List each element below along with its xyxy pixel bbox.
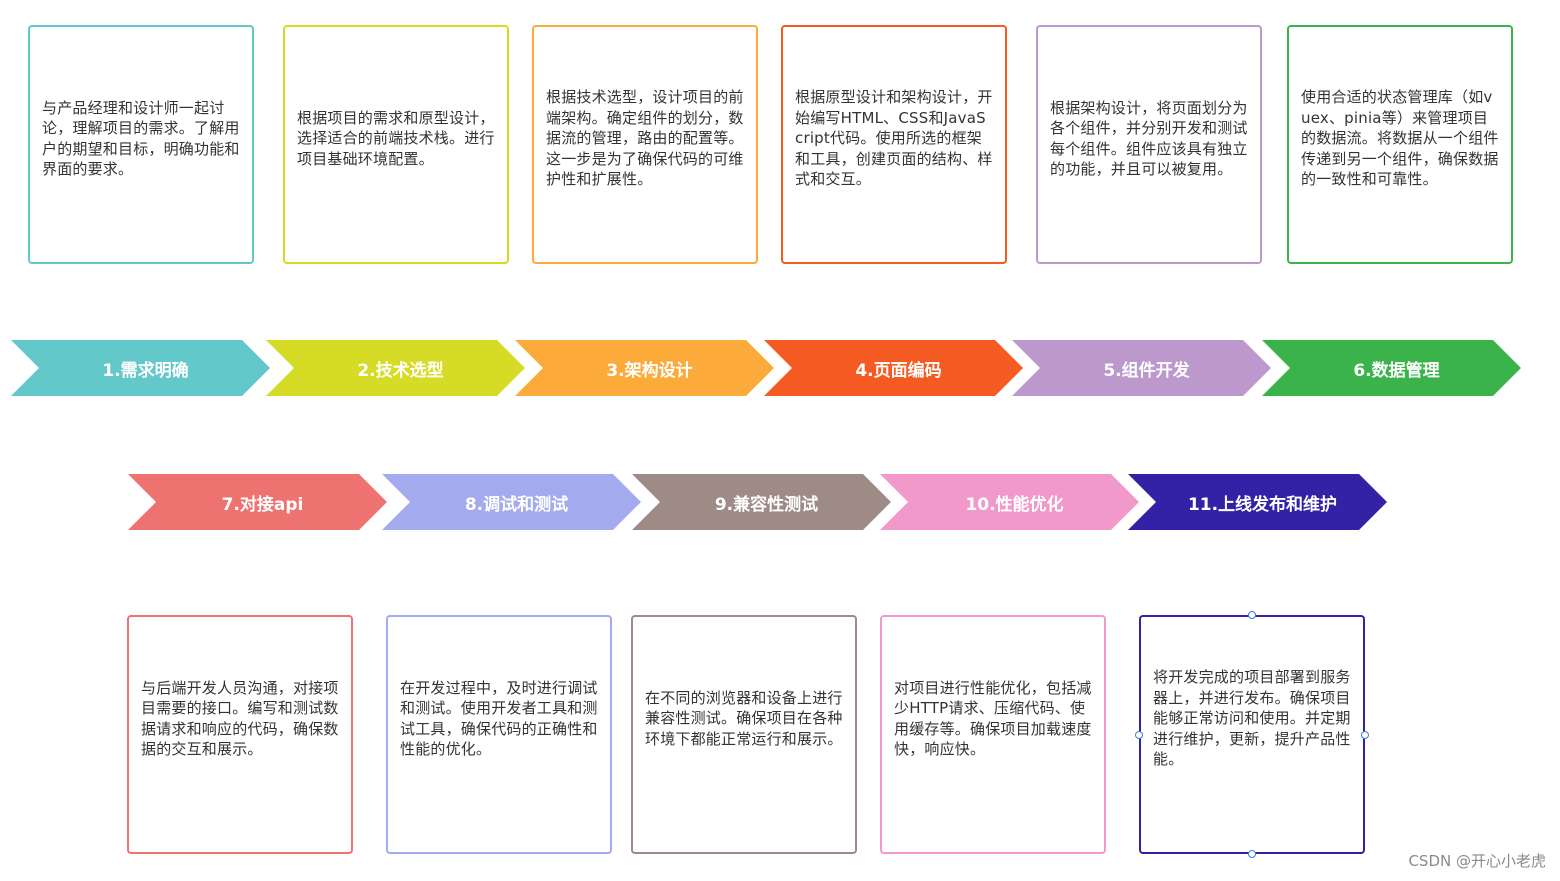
- step-arrow-9: 9.兼容性测试: [632, 474, 891, 530]
- step-arrow-4: 4.页面编码: [764, 340, 1023, 396]
- chevron-fill: [880, 474, 1139, 530]
- step-arrow-3: 3.架构设计: [515, 340, 774, 396]
- step-card-6: 使用合适的状态管理库（如vuex、pinia等）来管理项目的数据流。将数据从一个…: [1287, 25, 1513, 264]
- chevron-shape: [1262, 340, 1521, 396]
- step-label: 8.调试和测试: [464, 494, 569, 515]
- step-description: 在开发过程中，及时进行调试和测试。使用开发者工具和测试工具，确保代码的正确性和性…: [400, 678, 598, 759]
- step-label: 9.兼容性测试: [714, 494, 819, 515]
- chevron-fill: [764, 340, 1023, 396]
- step-label: 3.架构设计: [606, 360, 693, 381]
- step-description: 根据架构设计，将页面划分为各个组件，并分别开发和测试每个组件。组件应该具有独立的…: [1050, 98, 1248, 179]
- selection-handle-icon[interactable]: [1248, 850, 1256, 858]
- step-label: 10.性能优化: [965, 494, 1064, 515]
- step-label: 6.数据管理: [1353, 360, 1440, 381]
- selection-handle-icon[interactable]: [1248, 611, 1256, 619]
- step-arrow-8: 8.调试和测试: [382, 474, 641, 530]
- step-description: 根据技术选型，设计项目的前端架构。确定组件的划分，数据流的管理，路由的配置等。这…: [546, 88, 744, 189]
- chevron-shape: [1012, 340, 1271, 396]
- step-arrow-11: 11.上线发布和维护: [1128, 474, 1387, 530]
- step-label: 1.需求明确: [102, 360, 189, 381]
- step-label: 7.对接api: [221, 494, 304, 515]
- step-card-11: 将开发完成的项目部署到服务器上，并进行发布。确保项目能够正常访问和使用。并定期进…: [1139, 615, 1365, 854]
- chevron-fill: [1012, 340, 1271, 396]
- step-description: 对项目进行性能优化，包括减少HTTP请求、压缩代码、使用缓存等。确保项目加载速度…: [894, 678, 1092, 759]
- chevron-fill: [515, 340, 774, 396]
- step-label: 5.组件开发: [1103, 360, 1190, 381]
- chevron-fill: [11, 340, 270, 396]
- step-arrow-10: 10.性能优化: [880, 474, 1139, 530]
- step-label: 11.上线发布和维护: [1187, 494, 1338, 515]
- step-description: 使用合适的状态管理库（如vuex、pinia等）来管理项目的数据流。将数据从一个…: [1301, 88, 1499, 189]
- step-card-8: 在开发过程中，及时进行调试和测试。使用开发者工具和测试工具，确保代码的正确性和性…: [386, 615, 612, 854]
- step-arrow-2: 2.技术选型: [266, 340, 525, 396]
- step-arrow-7: 7.对接api: [128, 474, 387, 530]
- chevron-fill: [1262, 340, 1521, 396]
- selection-handle-icon[interactable]: [1135, 730, 1143, 739]
- chevron-fill: [266, 340, 525, 396]
- watermark: CSDN @开心小老虎: [1408, 852, 1546, 870]
- selection-handle-icon[interactable]: [1361, 730, 1369, 739]
- step-arrow-1: 1.需求明确: [11, 340, 270, 396]
- step-card-5: 根据架构设计，将页面划分为各个组件，并分别开发和测试每个组件。组件应该具有独立的…: [1036, 25, 1262, 264]
- step-card-3: 根据技术选型，设计项目的前端架构。确定组件的划分，数据流的管理，路由的配置等。这…: [532, 25, 758, 264]
- step-arrow-5: 5.组件开发: [1012, 340, 1271, 396]
- step-card-1: 与产品经理和设计师一起讨论，理解项目的需求。了解用户的期望和目标，明确功能和界面…: [28, 25, 254, 264]
- step-card-10: 对项目进行性能优化，包括减少HTTP请求、压缩代码、使用缓存等。确保项目加载速度…: [880, 615, 1106, 854]
- step-card-7: 与后端开发人员沟通，对接项目需要的接口。编写和测试数据请求和响应的代码，确保数据…: [127, 615, 353, 854]
- chevron-shape: [632, 474, 891, 530]
- chevron-shape: [515, 340, 774, 396]
- step-description: 将开发完成的项目部署到服务器上，并进行发布。确保项目能够正常访问和使用。并定期进…: [1153, 668, 1351, 769]
- step-label: 4.页面编码: [855, 360, 942, 381]
- chevron-fill: [128, 474, 387, 530]
- chevron-shape: [128, 474, 387, 530]
- step-card-2: 根据项目的需求和原型设计，选择适合的前端技术栈。进行项目基础环境配置。: [283, 25, 509, 264]
- step-card-9: 在不同的浏览器和设备上进行兼容性测试。确保项目在各种环境下都能正常运行和展示。: [631, 615, 857, 854]
- step-description: 在不同的浏览器和设备上进行兼容性测试。确保项目在各种环境下都能正常运行和展示。: [645, 688, 843, 748]
- chevron-shape: [266, 340, 525, 396]
- chevron-fill: [632, 474, 891, 530]
- chevron-shape: [382, 474, 641, 530]
- step-description: 根据项目的需求和原型设计，选择适合的前端技术栈。进行项目基础环境配置。: [297, 108, 495, 168]
- chevron-fill: [382, 474, 641, 530]
- step-arrow-6: 6.数据管理: [1262, 340, 1521, 396]
- step-card-4: 根据原型设计和架构设计，开始编写HTML、CSS和JavaScript代码。使用…: [781, 25, 1007, 264]
- chevron-fill: [1128, 474, 1387, 530]
- step-description: 与产品经理和设计师一起讨论，理解项目的需求。了解用户的期望和目标，明确功能和界面…: [42, 98, 240, 179]
- chevron-shape: [880, 474, 1139, 530]
- step-description: 根据原型设计和架构设计，开始编写HTML、CSS和JavaScript代码。使用…: [795, 88, 993, 189]
- step-label: 2.技术选型: [357, 360, 444, 381]
- chevron-shape: [1128, 474, 1387, 530]
- chevron-shape: [11, 340, 270, 396]
- step-description: 与后端开发人员沟通，对接项目需要的接口。编写和测试数据请求和响应的代码，确保数据…: [141, 678, 339, 759]
- chevron-shape: [764, 340, 1023, 396]
